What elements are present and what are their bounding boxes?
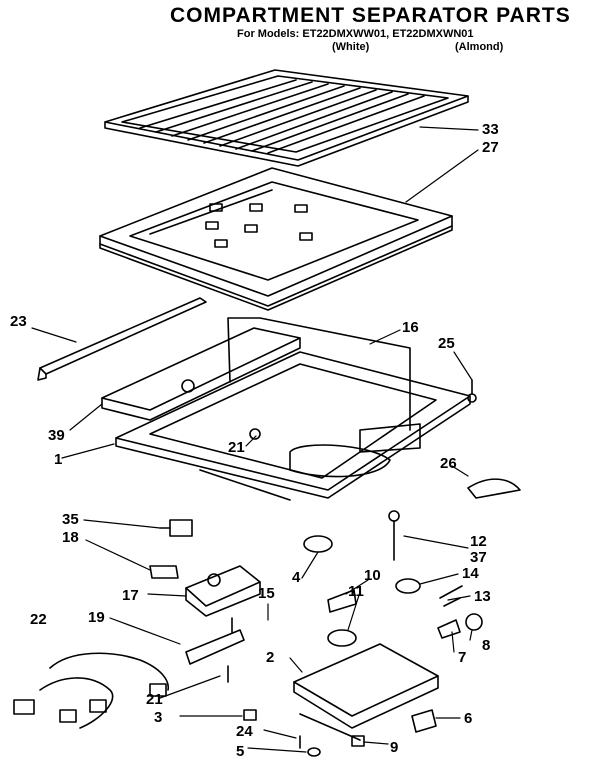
callout-21-upper: 21 [228, 439, 245, 456]
part-12-screw [388, 510, 400, 561]
part-17-control-box [185, 565, 261, 617]
callout-12: 12 [470, 533, 487, 550]
callout-7: 7 [458, 649, 466, 666]
callout-19: 19 [88, 609, 105, 626]
callout-39: 39 [48, 427, 65, 444]
callout-24: 24 [236, 723, 253, 740]
leader-lines [31, 126, 479, 753]
part-35-knob [159, 519, 193, 537]
part-18-dial-plate [149, 565, 179, 579]
callout-1: 1 [54, 451, 62, 468]
callout-33: 33 [482, 121, 499, 138]
part-2-base-plate [293, 643, 439, 741]
callout-11: 11 [348, 583, 364, 600]
callout-22: 22 [30, 611, 47, 628]
models-line: For Models: ET22DMXWW01, ET22DMXWN01 [237, 28, 474, 40]
part-9-foot [351, 735, 365, 747]
callout-16: 16 [402, 319, 419, 336]
callout-5: 5 [236, 743, 244, 760]
part-33-cover-grille [104, 69, 469, 167]
callout-23: 23 [10, 313, 27, 330]
part-6-plug [411, 709, 437, 733]
variant-almond: (Almond) [455, 41, 504, 53]
callout-25: 25 [438, 335, 455, 352]
callout-13: 13 [474, 588, 491, 605]
part-4-damper [303, 535, 333, 553]
callout-15: 15 [258, 585, 275, 602]
part-26-tape [467, 478, 521, 499]
part-23-trim-strip [37, 297, 207, 381]
callout-2: 2 [266, 649, 274, 666]
part-27-separator-frame [99, 167, 453, 311]
callout-6: 6 [464, 710, 472, 727]
part-11-gasket [327, 629, 357, 647]
callout-3: 3 [154, 709, 162, 726]
part-19-bracket [185, 617, 245, 665]
callout-35: 35 [62, 511, 79, 528]
callout-14: 14 [462, 565, 479, 582]
callout-17: 17 [122, 587, 139, 604]
callout-27: 27 [482, 139, 499, 156]
part-13-rod [439, 585, 463, 607]
part-25-screw [467, 379, 477, 403]
callout-9: 9 [390, 739, 398, 756]
part-1-separator-pan [115, 351, 471, 501]
part-3-clip [243, 709, 257, 721]
page-title: COMPARTMENT SEPARATOR PARTS [170, 4, 571, 27]
callout-21-lower: 21 [146, 691, 163, 708]
part-14-ring [395, 578, 421, 594]
callout-26: 26 [440, 455, 457, 472]
part-5-nut [307, 747, 321, 757]
callout-10: 10 [364, 567, 381, 584]
part-39-block [101, 327, 301, 421]
part-22-wiring-harness [13, 652, 169, 729]
part-7-clip [437, 619, 461, 639]
part-8-disc [465, 613, 483, 631]
callout-8: 8 [482, 637, 490, 654]
callout-4: 4 [292, 569, 301, 586]
callout-labels: 33 27 23 16 25 39 21 1 26 35 18 12 37 4 … [10, 121, 499, 760]
callout-37: 37 [470, 549, 487, 566]
variant-white: (White) [332, 41, 370, 53]
callout-18: 18 [62, 529, 79, 546]
